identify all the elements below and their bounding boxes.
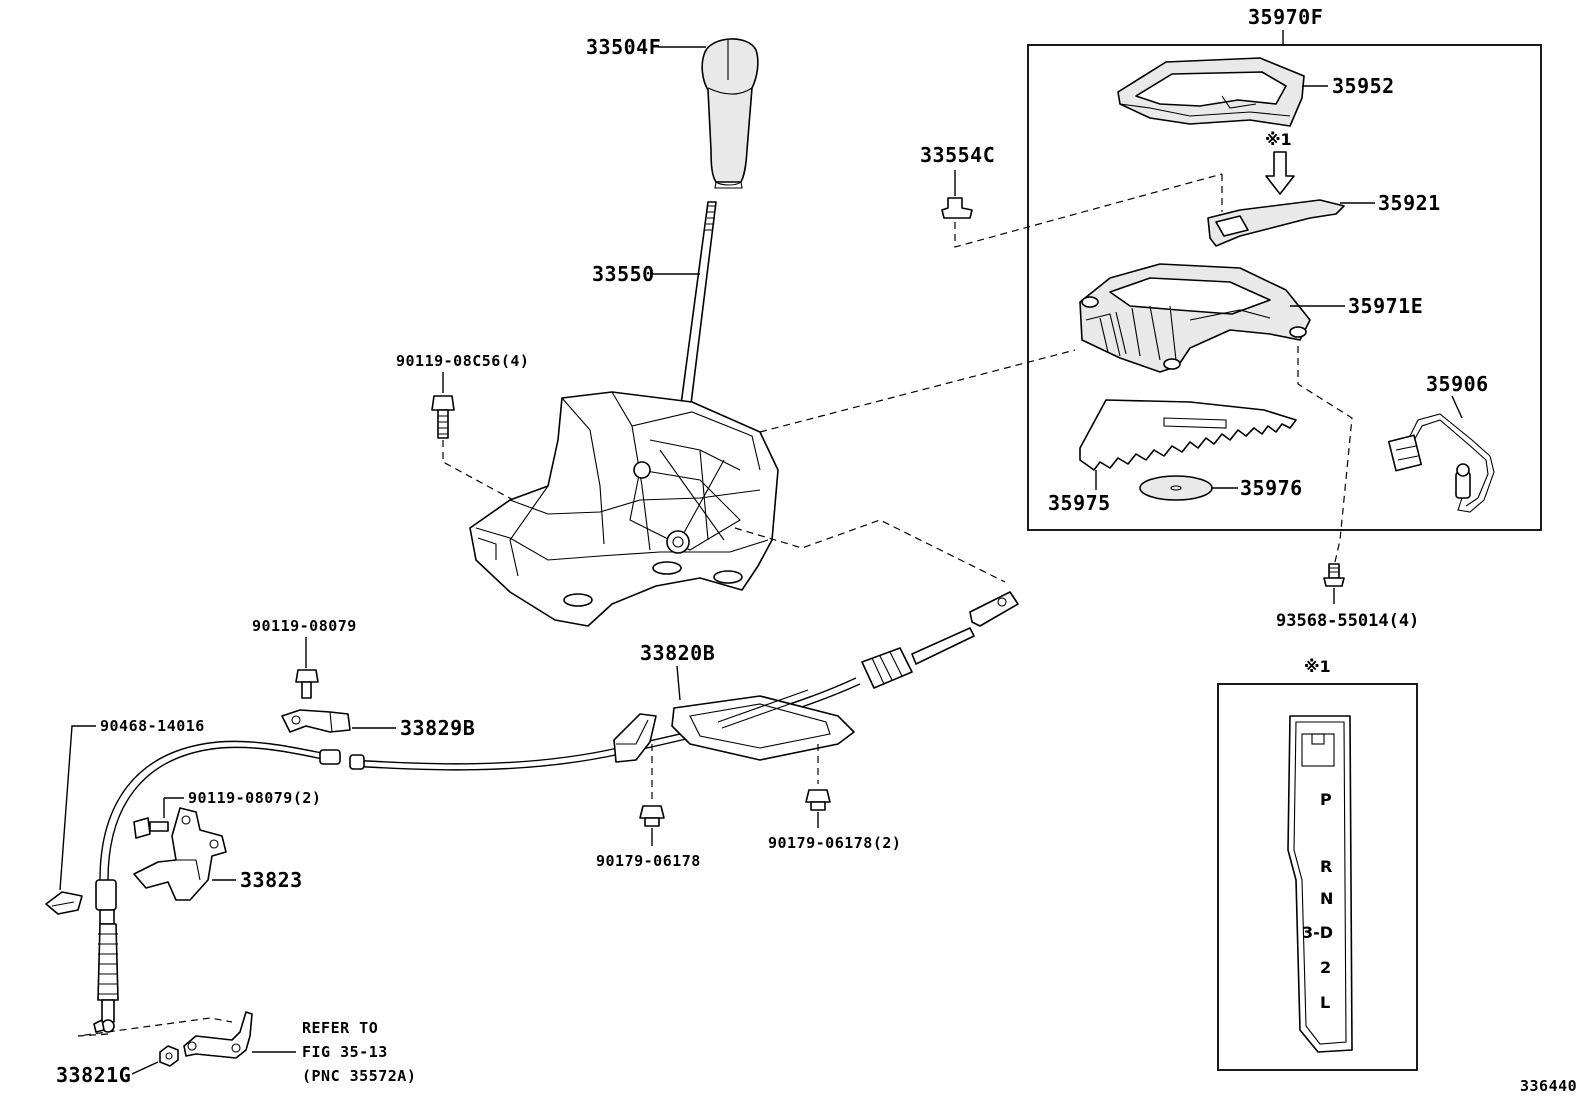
indicator-position-l: L bbox=[1320, 993, 1330, 1012]
indicator-position-2: 2 bbox=[1320, 958, 1331, 977]
bezel-35952 bbox=[1117, 57, 1305, 127]
label-90119-08C56: 90119-08C56(4) bbox=[396, 352, 529, 370]
bolt-90119-08079 bbox=[295, 669, 319, 699]
nut-33821G bbox=[159, 1045, 179, 1067]
bolt-90119-08C56 bbox=[431, 395, 455, 439]
label-35971E: 35971E bbox=[1348, 294, 1423, 318]
label-35921: 35921 bbox=[1378, 191, 1441, 215]
shift-knob bbox=[701, 38, 759, 189]
label-90179-06178-2: 90179-06178(2) bbox=[768, 834, 901, 852]
shift-lever-rod bbox=[679, 201, 717, 413]
cable-lower-end bbox=[93, 879, 119, 1033]
screw-93568-55014 bbox=[1323, 563, 1345, 587]
bracket-33823 bbox=[133, 807, 227, 901]
wire-harness-35906 bbox=[1387, 413, 1495, 513]
figure-number: 336440 bbox=[1520, 1077, 1577, 1095]
label-35975: 35975 bbox=[1048, 491, 1111, 515]
label-33821G: 33821G bbox=[56, 1063, 131, 1087]
bracket-33829B bbox=[281, 709, 351, 733]
cable-boot-plate bbox=[613, 689, 855, 763]
label-33554C: 33554C bbox=[920, 143, 995, 167]
indicator-position-3d: 3-D bbox=[1302, 923, 1333, 942]
label-35970F: 35970F bbox=[1248, 5, 1323, 29]
nut-90179-06178 bbox=[639, 805, 665, 827]
bolt-90119-08079-2 bbox=[133, 817, 169, 839]
indicator-detail-box bbox=[1217, 683, 1418, 1071]
label-33504F: 33504F bbox=[586, 35, 661, 59]
label-35952: 35952 bbox=[1332, 74, 1395, 98]
label-90179-06178: 90179-06178 bbox=[596, 852, 701, 870]
indicator-position-n: N bbox=[1320, 889, 1333, 908]
label-90468-14016: 90468-14016 bbox=[100, 717, 205, 735]
indicator-title: ※1 bbox=[1304, 657, 1331, 676]
label-90119-08079-2: 90119-08079(2) bbox=[188, 789, 321, 807]
label-33823: 33823 bbox=[240, 868, 303, 892]
shift-lever-base bbox=[469, 391, 779, 627]
down-arrow-icon bbox=[1265, 151, 1295, 195]
housing-35971E bbox=[1079, 263, 1311, 373]
label-93568-55014: 93568-55014(4) bbox=[1276, 611, 1419, 631]
indicator-panel bbox=[1287, 715, 1353, 1053]
nut-90179-06178-2 bbox=[805, 789, 831, 811]
indicator-position-r: R bbox=[1320, 857, 1332, 876]
label-35976: 35976 bbox=[1240, 476, 1303, 500]
washer-35976 bbox=[1139, 475, 1213, 501]
label-90119-08079: 90119-08079 bbox=[252, 617, 357, 635]
label-33829B: 33829B bbox=[400, 716, 475, 740]
indicator-position-p: P bbox=[1320, 790, 1332, 809]
label-35906: 35906 bbox=[1426, 372, 1489, 396]
clip-33554C bbox=[941, 197, 973, 219]
indicator-plate-35921 bbox=[1207, 199, 1345, 247]
label-33820B: 33820B bbox=[640, 641, 715, 665]
shift-lever-arm bbox=[183, 1011, 253, 1059]
assembly-box-35970F bbox=[1027, 44, 1542, 531]
label-33550: 33550 bbox=[592, 262, 655, 286]
note-symbol-arrow: ※1 bbox=[1265, 130, 1292, 149]
slide-sheet-35975 bbox=[1079, 399, 1297, 471]
refer-note-line-3: (PNC 35572A) bbox=[302, 1067, 416, 1085]
refer-note-line-1: REFER TO bbox=[302, 1019, 378, 1037]
refer-note-line-2: FIG 35-13 bbox=[302, 1043, 388, 1061]
clip-90468-14016 bbox=[45, 891, 83, 915]
